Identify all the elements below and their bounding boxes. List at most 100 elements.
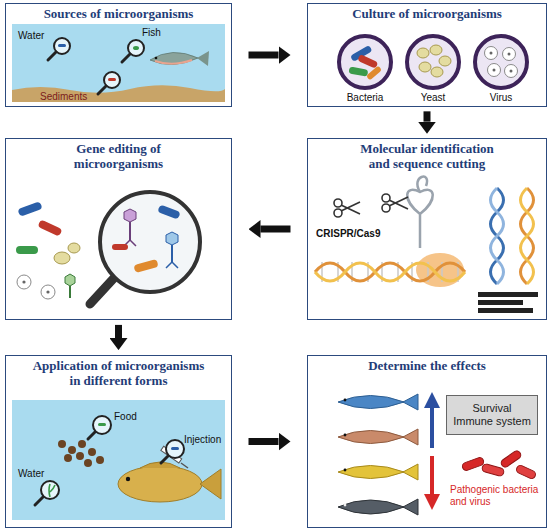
flow-arrow — [249, 52, 279, 59]
bacteria-rod — [348, 66, 368, 76]
microbe-icon — [108, 78, 116, 81]
scissors-handle — [382, 204, 390, 212]
scissors-blade — [389, 197, 408, 206]
illustration-label: CRISPR/Cas9 — [316, 228, 380, 240]
magnifier-lens — [93, 416, 111, 434]
step-panel: Sources of microorganisms — [5, 3, 232, 107]
bacteria-rod — [157, 204, 180, 219]
phage-tail — [69, 286, 71, 298]
illustration-label: Injection — [184, 434, 221, 446]
fish-body — [118, 466, 202, 502]
magnifier-lens — [41, 481, 59, 499]
pathogen-rod — [461, 456, 484, 471]
fish-body — [150, 52, 198, 64]
panel-heading: Application of microorganisms in differe… — [26, 359, 211, 388]
microbe-icon — [58, 44, 66, 47]
virus-core — [22, 280, 25, 283]
microbe-icon — [171, 447, 179, 450]
step-panel: Culture of microorganisms — [307, 3, 547, 107]
increase-arrow — [430, 406, 434, 448]
food-pellet — [76, 452, 84, 460]
petri-dish — [339, 36, 391, 88]
virus-core — [508, 53, 511, 56]
magnifier-handle — [161, 455, 169, 463]
dna-rungs — [322, 262, 458, 282]
pathogen-rod — [481, 463, 504, 476]
virus-particle — [41, 285, 55, 299]
fish-body — [338, 396, 404, 409]
yeast-cell — [431, 67, 443, 77]
food-pellets — [58, 440, 104, 467]
step-panel: Gene editing of microorganisms — [5, 138, 232, 320]
gel-band — [478, 300, 523, 305]
magnifier-lens — [100, 192, 200, 292]
dna-strand — [521, 188, 534, 284]
step-panel: Determine the effectsSurvival Immune sys… — [307, 355, 547, 528]
fish-eye — [126, 477, 130, 481]
dna-strand — [491, 188, 504, 284]
fish-eye — [344, 504, 347, 507]
bacteria-rod — [112, 244, 128, 250]
effect-box: Survival Immune system — [446, 395, 538, 435]
petri-dish — [475, 36, 527, 88]
fish-belly — [155, 60, 192, 64]
water-plant — [49, 484, 55, 497]
magnifier-handle — [122, 54, 130, 62]
virus-core — [46, 290, 49, 293]
food-pellet — [88, 448, 96, 456]
panel-heading: Culture of microorganisms — [311, 7, 543, 22]
fish-eye — [344, 399, 347, 402]
bacteria-rod — [133, 259, 158, 273]
illustration-label: Fish — [142, 27, 161, 39]
flow-arrow — [115, 325, 122, 338]
illustration-label: Food — [114, 411, 137, 423]
dna-strand — [315, 263, 465, 281]
dna-strand — [315, 263, 465, 281]
flow-arrow — [424, 111, 431, 121]
illustration-label: Pathogenic bacteria and virus — [450, 484, 545, 507]
fish-tail — [403, 394, 418, 410]
magnifier-handle — [90, 278, 114, 304]
scissors-handle — [334, 199, 342, 207]
food-pellet — [84, 459, 92, 467]
illustration-label: Bacteria — [347, 92, 384, 104]
decrease-arrow — [430, 456, 434, 496]
scissors-handle — [334, 209, 342, 217]
effect-text: Survival Immune system — [453, 402, 532, 427]
virus-particle — [17, 275, 31, 289]
dna-strand — [521, 188, 534, 284]
illustration-label: Yeast — [421, 92, 446, 104]
bacteria-rod — [357, 54, 378, 69]
bacteria-rod — [366, 66, 382, 81]
illustration-label: Sediments — [40, 91, 87, 103]
microbe-icon — [133, 46, 139, 50]
fish-eye — [155, 57, 158, 60]
virus-core — [490, 52, 493, 55]
virus-particle — [485, 47, 498, 60]
illustration-label: Water — [18, 468, 44, 480]
fish-tail — [197, 51, 209, 66]
panel-heading: Determine the effects — [311, 359, 543, 374]
virus-core — [510, 70, 513, 73]
virus-core — [493, 69, 496, 72]
gel-band — [478, 308, 533, 313]
panel-heading: Sources of microorganisms — [9, 7, 229, 22]
water-area — [12, 400, 225, 520]
food-pellet — [58, 440, 66, 448]
guide-rna — [407, 190, 433, 248]
phage-tail — [171, 245, 173, 262]
guide-rna-loop — [417, 177, 427, 192]
food-pellet — [96, 456, 104, 464]
fish-body — [338, 466, 404, 479]
microbe-icon — [98, 423, 106, 426]
fish-body — [338, 500, 404, 514]
syringe-needle — [181, 463, 188, 468]
fish-tail — [403, 499, 418, 515]
fish-tail — [200, 469, 221, 499]
magnifier-handle — [88, 431, 96, 439]
